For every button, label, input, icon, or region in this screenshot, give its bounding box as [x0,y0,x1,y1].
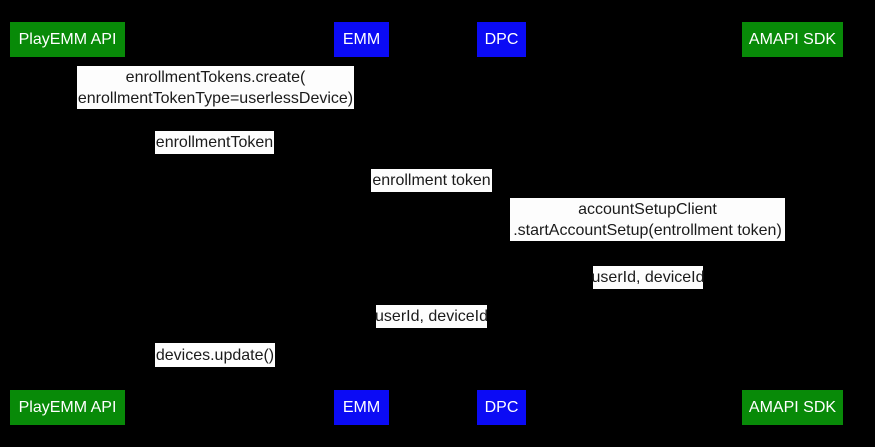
message-label-enrollmenttoken-line-1: enrollmentToken [155,134,274,151]
actor-playemm-api-top: PlayEMM API [10,22,125,57]
message-label-enrollmenttokens-create: enrollmentTokens.create( enrollmentTokenT… [77,66,354,109]
actor-dpc-top: DPC [477,22,526,57]
message-label-start-account-setup: accountSetupClient .startAccountSetup(ent… [510,198,785,241]
message-label-devices-update: devices.update() [155,343,275,367]
message-label-userid-deviceid-2-line-1: userId, deviceId [375,308,488,325]
message-label-enrollmenttokens-create-line-2: enrollmentTokenType=userlessDevice) [77,89,354,107]
actor-playemm-api-bottom: PlayEMM API [10,390,125,425]
message-label-enrollmenttokens-create-line-1: enrollmentTokens.create( [125,68,306,86]
message-label-start-account-setup-line-2: .startAccountSetup(entrollment token) [513,221,782,239]
actor-amapi-sdk-bottom: AMAPI SDK [742,390,843,425]
message-label-userid-deviceid-1-line-1: userId, deviceId [591,269,705,286]
message-label-devices-update-line-1: devices.update() [155,346,275,364]
message-label-enrollment-token: enrollment token [371,169,492,192]
message-label-start-account-setup-line-1: accountSetupClient [578,200,717,218]
actor-emm-top: EMM [334,22,389,57]
message-label-enrollmenttoken: enrollmentToken [155,131,274,154]
actor-emm-bottom: EMM [334,390,389,425]
actor-dpc-bottom: DPC [477,390,526,425]
actor-amapi-sdk-top: AMAPI SDK [742,22,843,57]
message-label-enrollment-token-line-1: enrollment token [372,172,491,189]
message-label-userid-deviceid-2: userId, deviceId [375,305,488,328]
message-label-userid-deviceid-1: userId, deviceId [591,266,705,289]
